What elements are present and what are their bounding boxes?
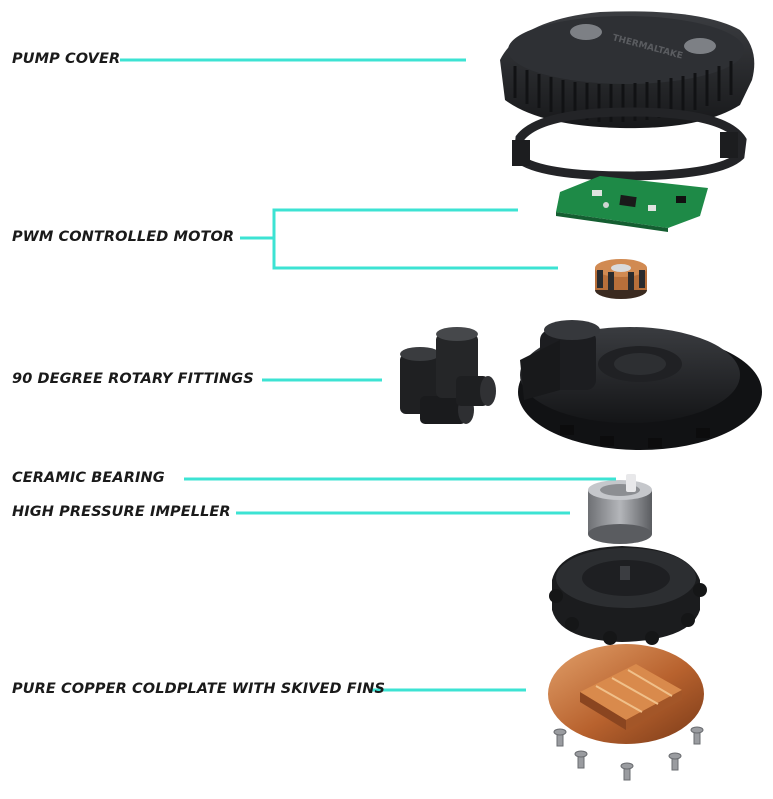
label-rotary-fittings: 90 DEGREE ROTARY FITTINGS (12, 371, 254, 387)
rotary-fittings-part (400, 327, 496, 424)
impeller-part (588, 474, 652, 544)
lower-housing-part (549, 546, 707, 645)
leader-bracket-pwm-motor (272, 208, 558, 270)
motor-stator-part (595, 259, 647, 299)
screws-part (553, 726, 704, 781)
pump-cover-part: THERMALTAKE (500, 11, 755, 181)
label-ceramic-bearing: CERAMIC BEARING (12, 470, 165, 486)
label-impeller: HIGH PRESSURE IMPELLER (12, 504, 231, 520)
pump-housing-part (518, 320, 762, 450)
label-pump-cover: PUMP COVER (12, 51, 121, 67)
label-coldplate: PURE COPPER COLDPLATE WITH SKIVED FINS (12, 681, 386, 697)
pcb-board-part (556, 176, 708, 232)
copper-coldplate-part (548, 644, 704, 744)
ceramic-bearing-part (626, 474, 636, 492)
label-pwm-motor: PWM CONTROLLED MOTOR (12, 229, 235, 245)
